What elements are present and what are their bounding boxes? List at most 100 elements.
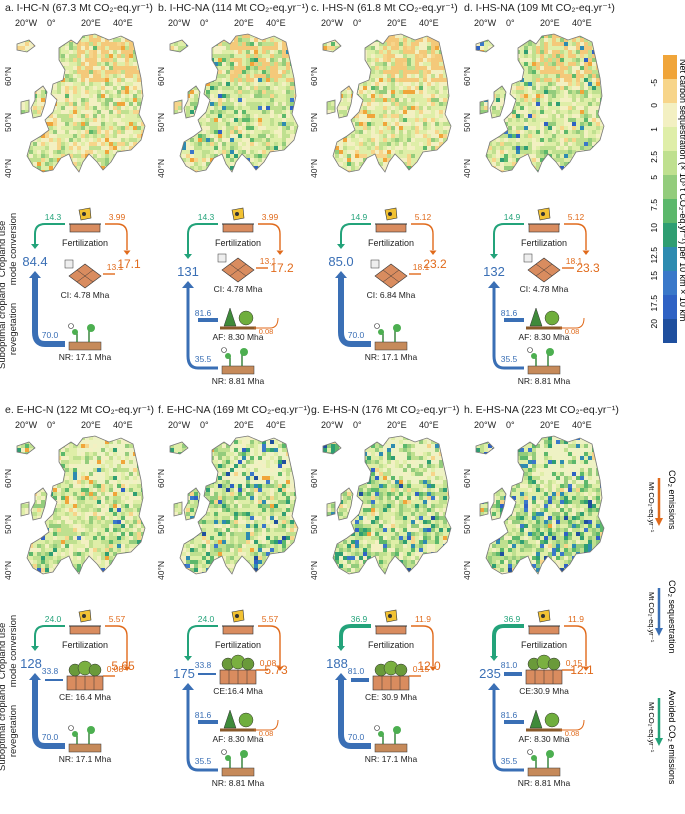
lon-tick: 20°E — [81, 18, 101, 28]
fertilization-icon — [222, 609, 254, 635]
carbon-map — [166, 30, 314, 198]
lon-tick: 40°E — [419, 420, 439, 430]
row-label-top: Cropland use mode conversion — [0, 212, 19, 286]
lon-tick: 40°E — [266, 18, 286, 28]
arrow-head — [655, 738, 663, 746]
emission-arrow — [258, 625, 281, 666]
lon-tick: 20°W — [168, 420, 191, 430]
colorbar-tick: 20 — [649, 319, 659, 329]
colorbar-title: Net carbon sequestration (× 10³ t CO₂-eq… — [678, 59, 685, 321]
mid-emission-value: 18.1 — [566, 256, 583, 266]
colorbar-swatch — [663, 175, 677, 199]
total-emission-value: 5.73 — [264, 663, 288, 677]
lon-tick: 20°E — [540, 18, 560, 28]
total-emission-value: 17.2 — [270, 261, 294, 275]
lat-tick: 60°N — [3, 67, 13, 86]
natural-revegetation-icon — [68, 725, 102, 753]
lat-tick: 40°N — [3, 561, 13, 580]
carbon-map — [472, 30, 620, 198]
total-sequestration-value: 131 — [177, 264, 199, 279]
lat-tick: 40°N — [309, 561, 319, 580]
panel-title: g. E-HS-N (176 Mt CO₂-eq.yr⁻¹) — [311, 404, 460, 416]
carbon-map — [166, 432, 314, 600]
colorbar-tick: 0 — [649, 103, 659, 108]
lon-tick: 20°E — [234, 18, 254, 28]
side-legend-label: CO₂ sequestration — [667, 580, 677, 654]
fertilization-label: Fertilization — [215, 640, 261, 650]
colorbar-swatch — [663, 271, 677, 295]
nr-sequestration-value: 35.5 — [501, 354, 518, 364]
arrow-head — [123, 250, 131, 255]
arrow-head — [655, 518, 663, 526]
af-label: AF: 8.30 Mha — [518, 332, 569, 342]
emission-arrow — [564, 625, 587, 666]
nr-label: NR: 8.81 Mha — [212, 376, 265, 386]
nr-label: NR: 17.1 Mha — [365, 352, 418, 362]
af-sequestration-value: 81.6 — [501, 710, 518, 720]
mid-label: CE:16.4 Mha — [213, 686, 263, 696]
fertilization-avoided-value: 36.9 — [504, 614, 521, 624]
nr-sequestration-value: 70.0 — [348, 330, 365, 340]
arrow-head — [29, 673, 41, 680]
lon-tick: 40°E — [113, 18, 133, 28]
arrow-head — [276, 250, 284, 255]
mid-emission-value: 0.08 — [260, 658, 277, 668]
sequestration-arrow — [492, 286, 524, 370]
arrow-head — [490, 254, 498, 259]
panel-title: d. I-HS-NA (109 Mt CO₂-eq.yr⁻¹) — [464, 2, 615, 14]
fertilization-emission-value: 5.57 — [262, 614, 279, 624]
total-sequestration-value: 85.0 — [328, 254, 353, 269]
lon-tick: 0° — [47, 420, 56, 430]
af-emission-value: 0.08 — [259, 729, 274, 738]
lat-tick: 60°N — [156, 469, 166, 488]
nr-sequestration-value: 35.5 — [195, 354, 212, 364]
lon-tick: 20°W — [474, 420, 497, 430]
emission-arrow — [411, 625, 434, 666]
af-emission-value: 0.08 — [259, 327, 274, 336]
mid-label: CI: 4.78 Mha — [61, 290, 110, 300]
total-sequestration-value: 188 — [326, 656, 348, 671]
arrow-head — [488, 683, 500, 690]
carbon-map — [13, 432, 161, 600]
arrow-head — [490, 656, 498, 661]
colorbar-swatch — [663, 55, 677, 79]
lon-tick: 20°W — [321, 18, 344, 28]
lon-tick: 0° — [353, 18, 362, 28]
af-label: AF: 8.30 Mha — [212, 332, 263, 342]
mid-label: CI: 4.78 Mha — [214, 284, 263, 294]
fertilization-icon — [69, 207, 101, 233]
mid-label: CE: 30.9 Mha — [365, 692, 417, 702]
fertilization-label: Fertilization — [62, 640, 108, 650]
lat-tick: 40°N — [156, 159, 166, 178]
fertilization-label: Fertilization — [368, 640, 414, 650]
lat-tick: 40°N — [462, 561, 472, 580]
total-emission-value: 12.0 — [417, 659, 441, 673]
mid-emission-value: 18.1 — [413, 262, 430, 272]
colorbar-swatch — [663, 223, 677, 247]
sequestration-arrow — [32, 276, 65, 347]
side-legend-unit: Mt CO₂-eq.yr⁻¹ — [647, 592, 656, 643]
fertilization-emission-value: 5.57 — [109, 614, 126, 624]
avoided-arrow — [187, 223, 218, 254]
fertilization-emission-value: 11.9 — [568, 614, 584, 624]
lat-tick: 50°N — [156, 113, 166, 132]
nr-label: NR: 17.1 Mha — [59, 352, 112, 362]
fertilization-icon — [69, 609, 101, 635]
cropland-extensification-icon — [525, 654, 563, 685]
lon-tick: 20°W — [15, 18, 38, 28]
af-emission-value: 0.08 — [565, 729, 580, 738]
sequestration-arrow — [32, 678, 65, 749]
lat-tick: 50°N — [462, 113, 472, 132]
arrow-head — [123, 666, 131, 671]
mid-emission-value: 13.1 — [107, 262, 124, 272]
fertilization-emission-value: 5.12 — [568, 212, 585, 222]
agroforestry-icon — [220, 307, 256, 330]
arrow-head — [429, 666, 437, 671]
panel-title: e. E-HC-N (122 Mt CO₂-eq.yr⁻¹) — [5, 404, 155, 416]
lon-tick: 40°E — [572, 420, 592, 430]
